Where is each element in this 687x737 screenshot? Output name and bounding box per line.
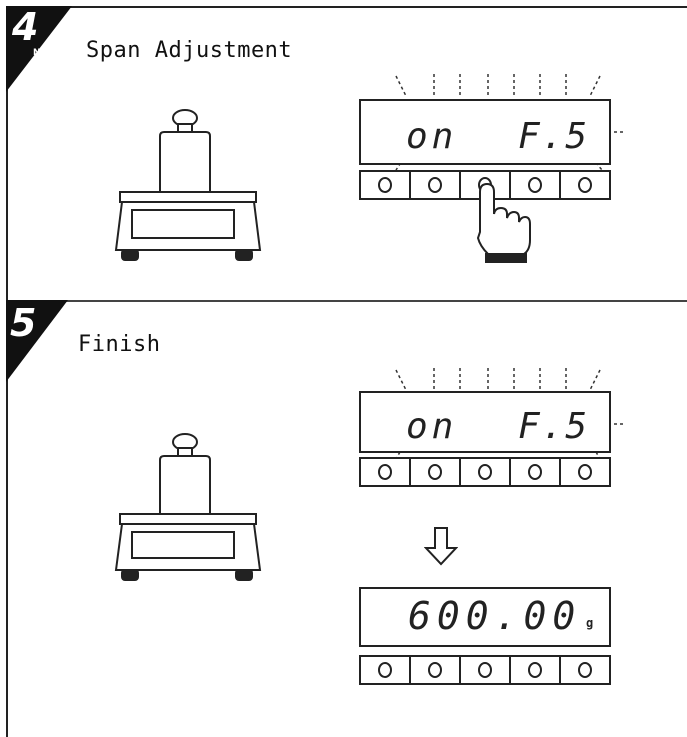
scale-with-weight-icon — [106, 432, 266, 592]
step-5-display-text: on F.5 — [406, 406, 606, 446]
step-4-number: 4 — [12, 8, 38, 46]
step-5-number: 5 — [10, 304, 36, 342]
display-right-text: F.5 — [518, 116, 589, 157]
display-left-text: on — [406, 406, 457, 447]
step-5-panel: 5 Finish — [6, 300, 687, 737]
final-display-unit: g — [586, 616, 593, 630]
scale-with-weight-icon — [108, 106, 268, 276]
display-left-text: on — [406, 116, 457, 157]
step-5-title: Finish — [78, 332, 160, 357]
step-4-subscript: NE — [33, 48, 47, 58]
final-display-text: 600.00 g — [408, 594, 608, 638]
step-4-panel: 4 NE Span Adjustment — [6, 6, 687, 302]
display-right-text: F.5 — [518, 406, 589, 447]
step-4-title: Span Adjustment — [86, 38, 292, 63]
display-panel — [348, 74, 648, 264]
final-display-value: 600.00 — [408, 594, 581, 638]
down-arrow-icon — [424, 526, 458, 566]
step-4-display-text: on F.5 — [406, 116, 606, 156]
